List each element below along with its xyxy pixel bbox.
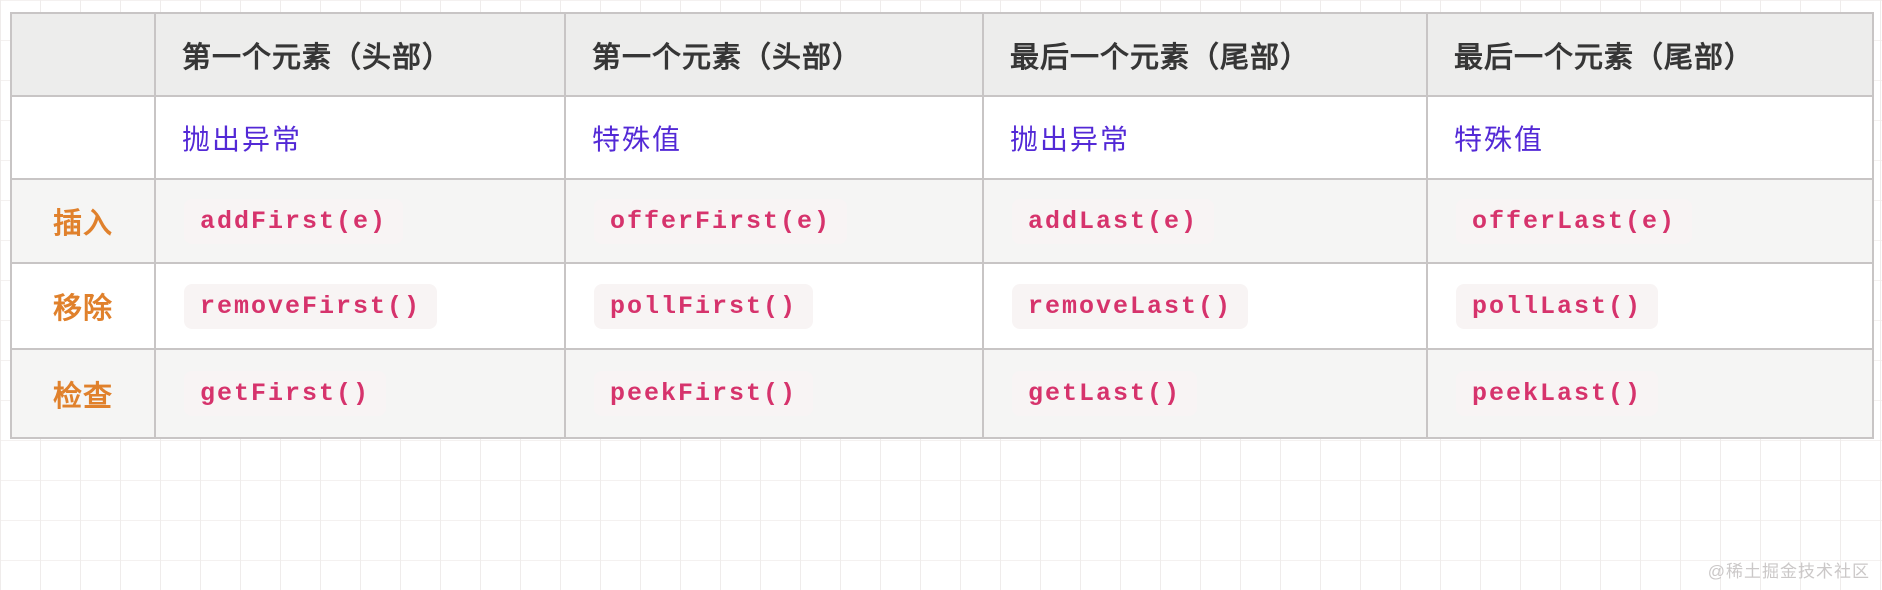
deque-methods-table: 第一个元素（头部） 第一个元素（头部） 最后一个元素（尾部） 最后一个元素（尾部… xyxy=(10,12,1874,439)
code-peekLast: peekLast() xyxy=(1456,371,1659,416)
code-peekFirst: peekFirst() xyxy=(594,371,814,416)
remove-cell-4: pollLast() xyxy=(1426,262,1874,350)
code-offerFirst: offerFirst(e) xyxy=(594,198,848,244)
header-cell-last-element-tail-1: 最后一个元素（尾部） xyxy=(982,12,1428,97)
behavior-cell-4: 特殊值 xyxy=(1426,95,1874,180)
code-addFirst: addFirst(e) xyxy=(184,198,404,244)
remove-cell-2: pollFirst() xyxy=(564,262,984,350)
behavior-cell-3: 抛出异常 xyxy=(982,95,1428,180)
header-row: 第一个元素（头部） 第一个元素（头部） 最后一个元素（尾部） 最后一个元素（尾部… xyxy=(10,12,1874,97)
remove-cell-1: removeFirst() xyxy=(154,262,566,350)
link-throws-exception-tail[interactable]: 抛出异常 xyxy=(1010,123,1131,155)
link-special-value-head[interactable]: 特殊值 xyxy=(592,123,683,155)
code-pollLast: pollLast() xyxy=(1456,283,1659,329)
header-cell-first-element-head-2: 第一个元素（头部） xyxy=(564,12,984,97)
examine-cell-2: peekFirst() xyxy=(564,348,984,439)
row-label-remove: 移除 xyxy=(10,262,156,350)
code-removeFirst: removeFirst() xyxy=(184,283,438,329)
code-addLast: addLast(e) xyxy=(1012,198,1215,244)
remove-cell-3: removeLast() xyxy=(982,262,1428,350)
code-offerLast: offerLast(e) xyxy=(1456,198,1693,244)
examine-cell-4: peekLast() xyxy=(1426,348,1874,439)
remove-row: 移除 removeFirst() pollFirst() removeLast(… xyxy=(10,262,1874,350)
code-getFirst: getFirst() xyxy=(184,371,387,416)
code-pollFirst: pollFirst() xyxy=(594,283,814,329)
insert-row: 插入 addFirst(e) offerFirst(e) addLast(e) … xyxy=(10,178,1874,264)
examine-cell-3: getLast() xyxy=(982,348,1428,439)
header-cell-first-element-head-1: 第一个元素（头部） xyxy=(154,12,566,97)
code-removeLast: removeLast() xyxy=(1012,283,1249,329)
row-label-insert: 插入 xyxy=(10,178,156,264)
behavior-row-empty-cell xyxy=(10,95,156,180)
link-special-value-tail[interactable]: 特殊值 xyxy=(1454,123,1545,155)
insert-cell-1: addFirst(e) xyxy=(154,178,566,264)
behavior-row: 抛出异常 特殊值 抛出异常 特殊值 xyxy=(10,95,1874,180)
insert-cell-3: addLast(e) xyxy=(982,178,1428,264)
insert-cell-2: offerFirst(e) xyxy=(564,178,984,264)
header-cell-last-element-tail-2: 最后一个元素（尾部） xyxy=(1426,12,1874,97)
behavior-cell-2: 特殊值 xyxy=(564,95,984,180)
header-cell-empty xyxy=(10,12,156,97)
insert-cell-4: offerLast(e) xyxy=(1426,178,1874,264)
link-throws-exception-head[interactable]: 抛出异常 xyxy=(182,123,303,155)
code-getLast: getLast() xyxy=(1012,371,1198,416)
behavior-cell-1: 抛出异常 xyxy=(154,95,566,180)
watermark: @稀土掘金技术社区 xyxy=(1707,562,1870,581)
row-label-examine: 检查 xyxy=(10,348,156,439)
examine-cell-1: getFirst() xyxy=(154,348,566,439)
examine-row: 检查 getFirst() peekFirst() getLast() peek… xyxy=(10,348,1874,439)
